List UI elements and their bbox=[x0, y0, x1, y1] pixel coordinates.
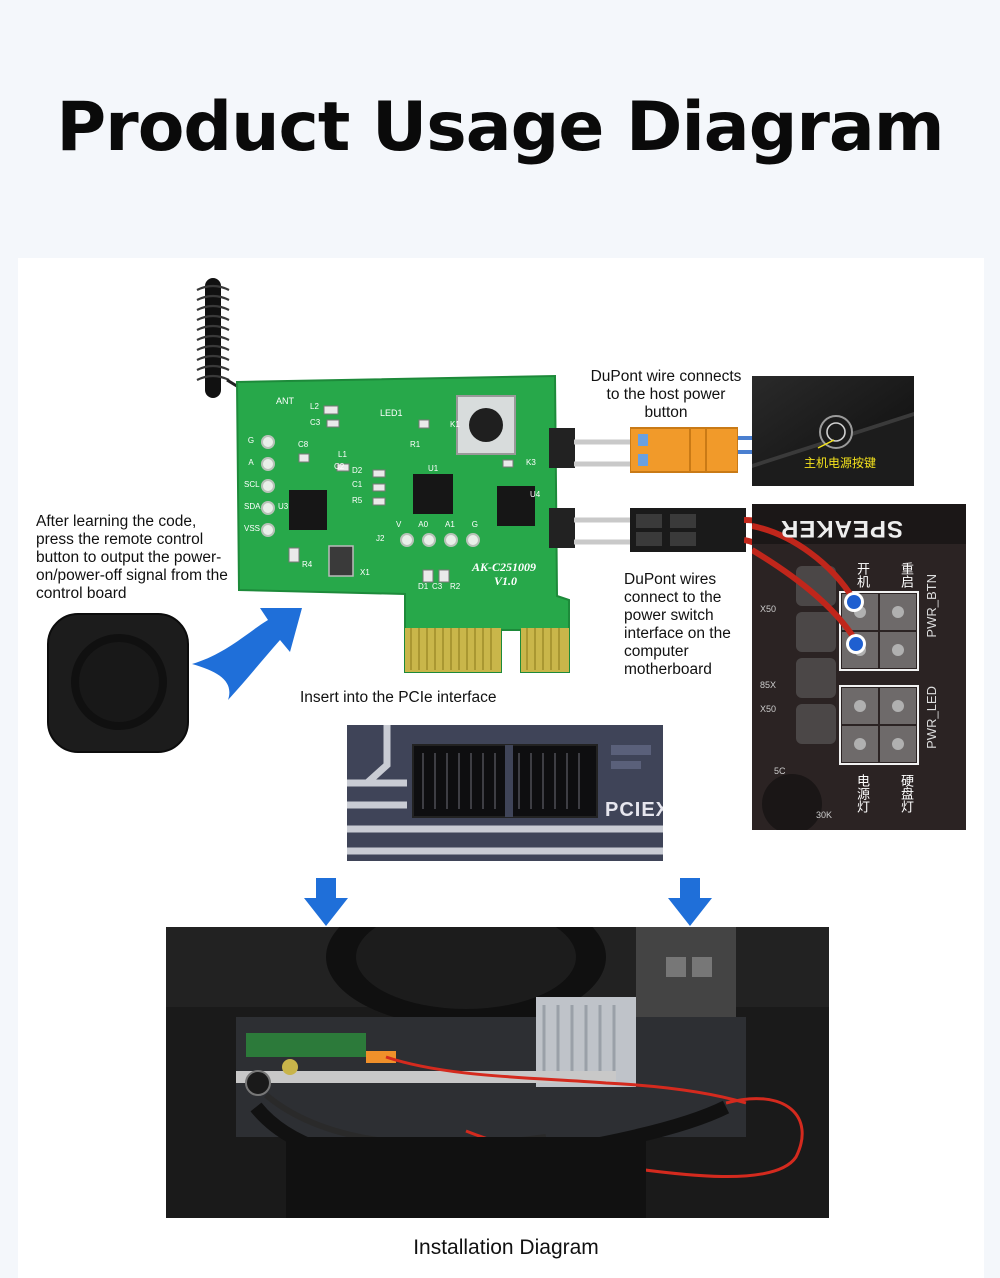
silk-u4: U4 bbox=[530, 490, 541, 499]
silk-u1: U1 bbox=[428, 464, 439, 473]
silk-j2: J2 bbox=[376, 534, 385, 543]
power-button-icon bbox=[819, 415, 853, 449]
silk-k3: K3 bbox=[526, 458, 536, 467]
silk-c3a: C3 bbox=[310, 418, 321, 427]
remote-instruction-label: After learning the code, press the remot… bbox=[36, 513, 228, 602]
down-arrow-right bbox=[668, 878, 712, 926]
power-button-caption: 主机电源按键 bbox=[804, 456, 877, 470]
silk-c1: C1 bbox=[352, 480, 363, 489]
pcie-insert-label: Insert into the PCIe interface bbox=[300, 689, 497, 706]
silk-model: AK-C251009 bbox=[472, 560, 537, 574]
dupont-power-label: DuPont wire connects to the host power b… bbox=[590, 368, 742, 421]
silk-c2: C2 bbox=[334, 462, 345, 471]
remote-to-board-arrow bbox=[190, 602, 310, 702]
pcie-slot-text: PCIEX bbox=[605, 799, 663, 821]
mb-speaker-label: SPEAKER bbox=[780, 515, 904, 542]
mb-restart-label: 重启 bbox=[898, 562, 913, 588]
mb-85x-label: 85X bbox=[760, 680, 777, 690]
silk-u3: U3 bbox=[278, 502, 289, 511]
silk-hpin-a1: A1 bbox=[445, 520, 455, 529]
silk-header-pins: V A0 A1 G bbox=[396, 520, 478, 529]
silk-k1: K1 bbox=[450, 420, 460, 429]
silk-pin-scl: SCL bbox=[244, 480, 260, 489]
silk-d1: D1 bbox=[418, 582, 429, 591]
mb-power-led-label: 电源灯 bbox=[854, 774, 869, 813]
orange-dupont-connector bbox=[629, 424, 739, 476]
silk-side-pins: G A SCL SDA VSS bbox=[244, 430, 261, 540]
silk-x1: X1 bbox=[360, 568, 370, 577]
silk-hpin-g: G bbox=[471, 520, 478, 529]
silk-c8: C8 bbox=[298, 440, 309, 449]
dupont-motherboard-label: DuPont wires connect to the power switch… bbox=[624, 571, 731, 678]
silk-r2: R2 bbox=[450, 582, 461, 591]
pcb-module bbox=[185, 278, 585, 678]
pin-header-top bbox=[549, 428, 575, 468]
mb-power-on-label: 开机 bbox=[854, 562, 869, 588]
silk-pin-vss: VSS bbox=[244, 524, 261, 533]
chip-u1 bbox=[413, 474, 453, 514]
gold-fingers bbox=[405, 628, 569, 672]
pin-marker-dots bbox=[844, 592, 866, 654]
mb-30k-label: 30K bbox=[816, 810, 833, 820]
installation-caption: Installation Diagram bbox=[413, 1236, 599, 1259]
pcie-slot-photo: PCIEX bbox=[347, 725, 663, 861]
silk-r4: R4 bbox=[302, 560, 313, 569]
black-dupont-connector bbox=[630, 506, 746, 554]
header-pin-holes bbox=[400, 533, 480, 547]
silk-r5: R5 bbox=[352, 496, 363, 505]
mb-pwr-btn-label: PWR_BTN bbox=[924, 574, 939, 638]
silk-pin-g: G bbox=[247, 436, 255, 445]
silk-hpin-a0: A0 bbox=[418, 520, 429, 529]
mb-5c-label: 5C bbox=[774, 766, 786, 776]
page-title: Product Usage Diagram bbox=[56, 88, 944, 167]
chip-u3 bbox=[289, 490, 327, 530]
silk-r1: R1 bbox=[410, 440, 421, 449]
silk-d2: D2 bbox=[352, 466, 363, 475]
silk-version: V1.0 bbox=[494, 574, 518, 588]
mb-hdd-led-label: 硬盘灯 bbox=[898, 774, 913, 813]
silk-l2: L2 bbox=[310, 402, 319, 411]
silk-pin-sda: SDA bbox=[244, 502, 261, 511]
chip-u4 bbox=[497, 486, 535, 526]
motherboard-header-photo: SPEAKER 开机 重启 PWR_BTN PWR_LED 电源灯 硬盘灯 X5… bbox=[752, 504, 966, 830]
mb-x50-label-b: X50 bbox=[760, 704, 777, 714]
silk-pin-a: A bbox=[248, 458, 254, 467]
silk-ant: ANT bbox=[276, 396, 294, 406]
silk-c3b: C3 bbox=[432, 582, 443, 591]
power-button-photo: 主机电源按键 bbox=[752, 376, 914, 486]
remote-control bbox=[46, 612, 190, 754]
down-arrow-left bbox=[304, 878, 348, 926]
silk-l1: L1 bbox=[338, 450, 347, 459]
crystal-x1 bbox=[328, 545, 354, 577]
antenna-coil bbox=[196, 278, 254, 398]
pin-header-bottom bbox=[549, 508, 575, 548]
mb-pwr-led-label: PWR_LED bbox=[924, 686, 939, 749]
side-pin-holes bbox=[261, 435, 275, 537]
mb-x50-label-a: X50 bbox=[760, 604, 777, 614]
silk-hpin-v: V bbox=[396, 520, 402, 529]
installation-photo bbox=[166, 927, 829, 1218]
silk-led1: LED1 bbox=[380, 408, 403, 418]
